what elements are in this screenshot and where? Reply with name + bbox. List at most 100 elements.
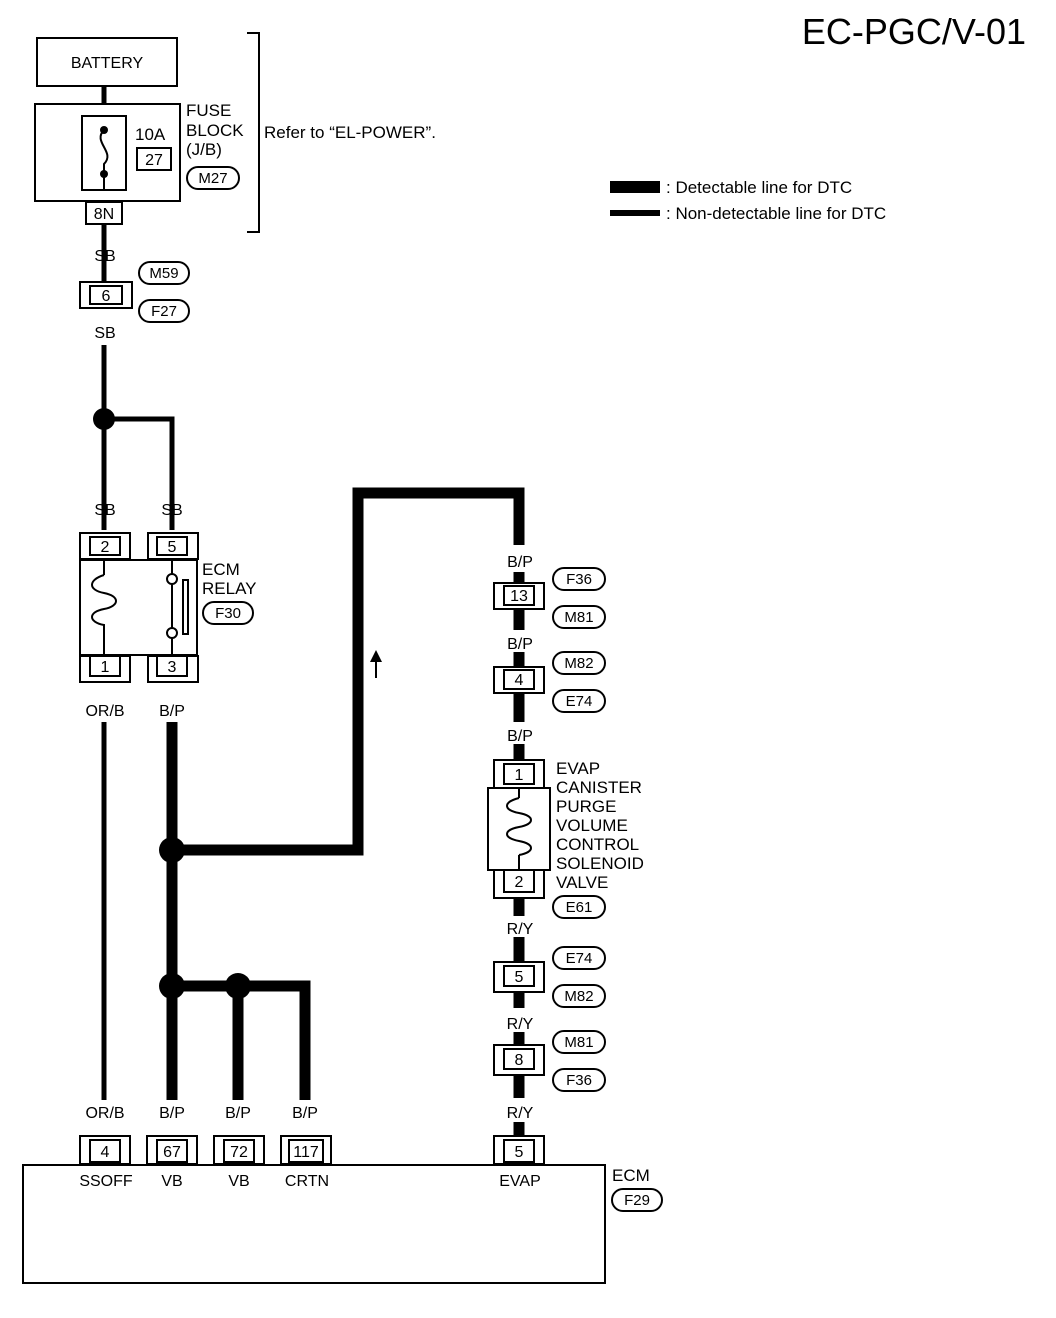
connector-m27-badge bbox=[186, 166, 240, 190]
ecm-terminal-117: 117 bbox=[293, 1144, 319, 1161]
connector-f36-badge-2 bbox=[552, 1068, 606, 1092]
relay-pin-1-box bbox=[89, 655, 121, 677]
wire-color-ry-3: R/Y bbox=[507, 1105, 534, 1122]
wire-color-bp-4: B/P bbox=[292, 1105, 318, 1122]
valve-pin-1: 1 bbox=[515, 767, 524, 784]
ecm-terminal-67-box bbox=[156, 1139, 188, 1163]
connector-e74-2: E74 bbox=[566, 950, 593, 967]
connector-f36-1: F36 bbox=[566, 571, 592, 588]
relay-pin-2-box bbox=[89, 536, 121, 556]
relay-pin-5-box bbox=[156, 536, 188, 556]
ecm-box bbox=[22, 1164, 606, 1284]
connector-f36-badge-1 bbox=[552, 567, 606, 591]
legend-thick-line bbox=[610, 181, 660, 193]
fuse-amp: 10A bbox=[135, 125, 166, 144]
relay-pin-3: 3 bbox=[168, 659, 177, 676]
wire-color-sb-3: SB bbox=[94, 502, 115, 519]
valve-pin-1-box bbox=[503, 763, 535, 785]
ecm-relay: 2 5 1 3 ECM RELAY F30 bbox=[79, 532, 257, 683]
refer-el-power: Refer to “EL-POWER”. bbox=[264, 123, 436, 142]
fuse-number-box bbox=[136, 147, 172, 171]
connector-f36-2: F36 bbox=[566, 1072, 592, 1089]
connector-m82-badge-1 bbox=[552, 651, 606, 675]
fuse-block-label-2: BLOCK bbox=[186, 121, 244, 140]
terminal-8n: 8N bbox=[94, 206, 114, 223]
relay-actuator bbox=[182, 579, 189, 635]
connector-f29-badge bbox=[611, 1188, 663, 1212]
ecm-terminal-5-box bbox=[503, 1139, 535, 1163]
connector-m59-badge bbox=[138, 261, 190, 285]
connector-13-pin-box bbox=[503, 585, 535, 606]
connector-m82-badge-2 bbox=[552, 984, 606, 1008]
connector-f30: F30 bbox=[215, 605, 241, 622]
wire-color-sb-1: SB bbox=[94, 248, 115, 265]
wire-color-sb-2: SB bbox=[94, 325, 115, 342]
fuse-icon bbox=[99, 129, 109, 174]
valve-label-3: PURGE bbox=[556, 797, 616, 816]
connector-e61: E61 bbox=[566, 899, 593, 916]
wire-color-orb-2: OR/B bbox=[85, 1105, 124, 1122]
relay-pin-3-box bbox=[156, 655, 188, 677]
connector-e74-badge-1 bbox=[552, 689, 606, 713]
diagram-title: EC-PGC/V-01 bbox=[802, 11, 1026, 52]
connector-8-pin-box bbox=[503, 1048, 535, 1070]
ecm-terminal-5: 5 bbox=[515, 1144, 524, 1161]
relay-label-1: ECM bbox=[202, 560, 240, 579]
ecm-terminal-4-box bbox=[89, 1139, 121, 1163]
ecm-label: ECM bbox=[612, 1166, 650, 1185]
relay-contact-top bbox=[166, 573, 178, 585]
wire-sb-branch bbox=[104, 416, 175, 530]
battery-label: BATTERY bbox=[71, 55, 144, 72]
connector-m27: M27 bbox=[198, 170, 227, 187]
connector-f29: F29 bbox=[624, 1192, 650, 1209]
wire-color-bp-5: B/P bbox=[507, 554, 533, 571]
ecm-terminal-117-box bbox=[288, 1139, 324, 1163]
pin-6: 6 bbox=[102, 288, 111, 305]
legend-detectable: : Detectable line for DTC bbox=[666, 178, 852, 197]
legend: : Detectable line for DTC : Non-detectab… bbox=[610, 178, 886, 223]
connector-m59: M59 bbox=[149, 265, 178, 282]
valve-label-1: EVAP bbox=[556, 759, 600, 778]
valve-label-6: SOLENOID bbox=[556, 854, 644, 873]
wire-color-bp-3: B/P bbox=[225, 1105, 251, 1122]
wire-color-orb-1: OR/B bbox=[85, 703, 124, 720]
valve-label-4: VOLUME bbox=[556, 816, 628, 835]
fuse-block-label-3: (J/B) bbox=[186, 140, 222, 159]
wire-bp-to-valve bbox=[172, 487, 525, 856]
current-arrow-icon bbox=[370, 650, 382, 662]
connector-6-pin-box bbox=[89, 285, 123, 305]
relay-label-2: RELAY bbox=[202, 579, 257, 598]
relay-pin-5: 5 bbox=[168, 539, 177, 556]
relay-contact-bottom bbox=[166, 627, 178, 639]
connector-m82-2: M82 bbox=[564, 988, 593, 1005]
ecm-terminal-72: 72 bbox=[230, 1144, 248, 1161]
ecm-terminal-name-crtn: CRTN bbox=[285, 1173, 329, 1190]
ecm-terminal-name-vb-2: VB bbox=[228, 1173, 249, 1190]
fuse-block: 10A 27 FUSE BLOCK (J/B) M27 8N bbox=[34, 101, 244, 225]
valve-label-2: CANISTER bbox=[556, 778, 642, 797]
wire-color-bp-1: B/P bbox=[159, 703, 185, 720]
connector-m81-badge-2 bbox=[552, 1030, 606, 1054]
wire-color-bp-7: B/P bbox=[507, 728, 533, 745]
ecm-terminal-72-box bbox=[223, 1139, 255, 1163]
wire-color-bp-6: B/P bbox=[507, 636, 533, 653]
connector-f30-badge bbox=[202, 601, 254, 625]
wire-color-bp-2: B/P bbox=[159, 1105, 185, 1122]
valve-pin-2: 2 bbox=[515, 874, 524, 891]
pin-8: 8 bbox=[515, 1052, 524, 1069]
valve-label-7: VALVE bbox=[556, 873, 608, 892]
ecm-terminal-4: 4 bbox=[101, 1144, 110, 1161]
connector-e61-badge bbox=[552, 895, 606, 919]
power-bracket bbox=[247, 32, 260, 233]
fuse-number: 27 bbox=[145, 152, 163, 169]
ecm-terminal-name-vb-1: VB bbox=[161, 1173, 182, 1190]
connector-m81-1: M81 bbox=[564, 609, 593, 626]
evap-purge-valve: 1 2 EVAP CANISTER PURGE VOLUME CONTROL S… bbox=[487, 759, 644, 919]
connector-4-pin-box bbox=[503, 669, 535, 690]
pin-5: 5 bbox=[515, 969, 524, 986]
connector-m82-1: M82 bbox=[564, 655, 593, 672]
wire-color-ry-2: R/Y bbox=[507, 1016, 534, 1033]
connector-f27: F27 bbox=[151, 303, 177, 320]
pin-4: 4 bbox=[515, 672, 524, 689]
